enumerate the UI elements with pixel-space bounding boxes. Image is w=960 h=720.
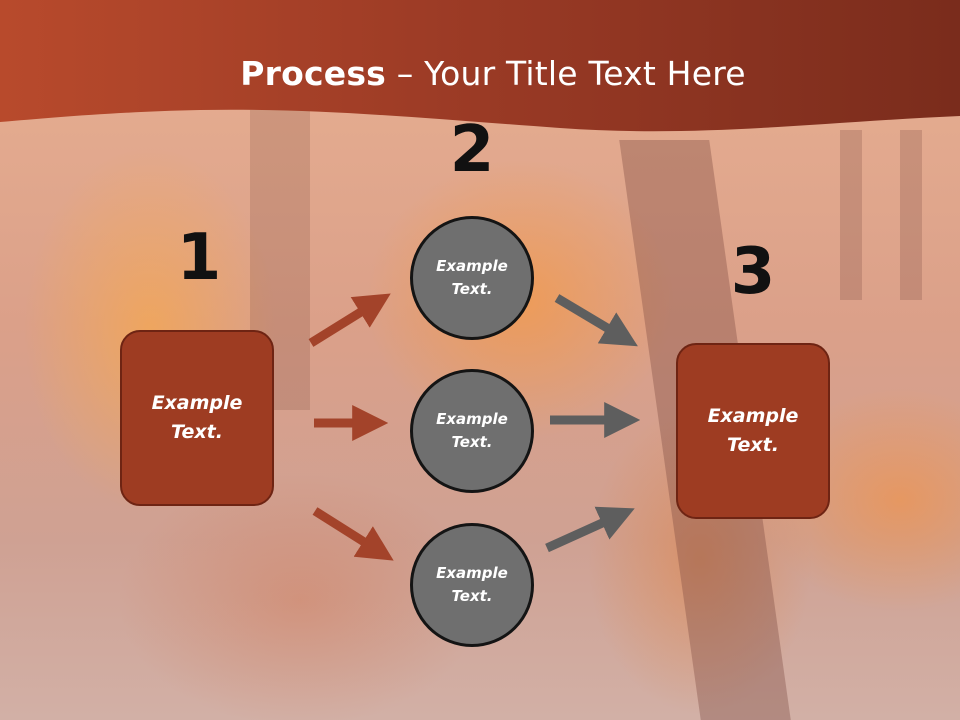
step-number-1: 1	[176, 221, 222, 295]
step-number-2: 2	[449, 113, 495, 187]
arrow-step1-to-bottom	[312, 507, 394, 561]
step1-box-text: Example Text.	[151, 392, 243, 443]
step3-box-text: Example Text.	[707, 405, 799, 456]
title-bold: Process	[240, 54, 387, 93]
arrow-bottom-to-step3	[545, 506, 635, 553]
step2-circle-top[interactable]: Example Text.	[410, 216, 534, 340]
page-title: Process – Your Title Text Here	[0, 54, 960, 93]
title-rest: – Your Title Text Here	[386, 54, 746, 93]
arrow-step1-to-top	[308, 293, 391, 347]
arrow-top-to-step3	[554, 294, 638, 347]
circle-top-text: Example Text.	[436, 257, 508, 298]
step3-box[interactable]: Example Text.	[676, 343, 830, 519]
step2-circle-middle[interactable]: Example Text.	[410, 369, 534, 493]
step-number-3: 3	[730, 235, 776, 309]
header-band	[0, 0, 960, 132]
step2-circle-bottom[interactable]: Example Text.	[410, 523, 534, 647]
circle-bottom-text: Example Text.	[436, 564, 508, 605]
circle-middle-text: Example Text.	[436, 410, 508, 451]
background-beam	[840, 130, 862, 300]
step1-box[interactable]: Example Text.	[120, 330, 274, 506]
background-beam	[900, 130, 922, 300]
